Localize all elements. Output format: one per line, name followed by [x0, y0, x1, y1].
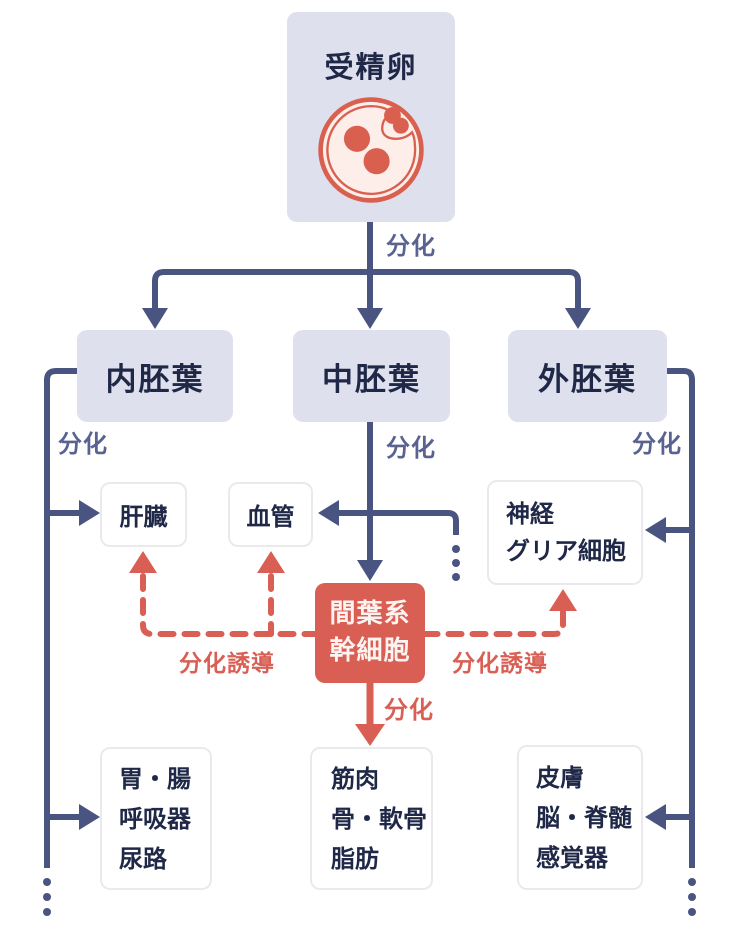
arrowhead-into-skin [645, 804, 666, 830]
induction-label-right: 分化誘導 [452, 651, 548, 677]
nerve-glia-line: 神経 [506, 499, 554, 528]
navy-arrowheads [43, 308, 696, 916]
fertilized-egg-icon [318, 97, 424, 203]
induction-arrowhead-vessel [257, 551, 285, 573]
fertilized-egg-box: 受精卵 [287, 12, 455, 222]
endoderm-rail-dot [43, 878, 51, 886]
ectoderm-organs-line: 皮膚 [536, 763, 584, 792]
branch-continuation-dot [452, 545, 460, 553]
mesoderm-organs-line: 脂肪 [331, 844, 379, 873]
arrowhead-into-endoderm [142, 308, 168, 329]
endoderm-rail [44, 368, 77, 868]
mesoderm-label: 中胚葉 [322, 361, 421, 398]
arrowhead-into-vessel [318, 500, 339, 526]
endoderm-rail-dot [43, 908, 51, 916]
ectoderm-label: 外胚葉 [538, 361, 637, 398]
branch-continuation-dot [452, 559, 460, 567]
ectoderm-box: 外胚葉 [508, 330, 667, 422]
endoderm-organs-line: 胃・腸 [119, 764, 191, 793]
mesoderm-organs-box: 筋肉 骨・軟骨 脂肪 [310, 747, 433, 890]
ectoderm-rail-dot [688, 878, 696, 886]
blood-vessel-label: 血管 [246, 503, 295, 531]
ectoderm-rail-dot [688, 893, 696, 901]
endoderm-label: 内胚葉 [105, 361, 205, 398]
differentiation-label-right: 分化 [632, 430, 682, 458]
msc-line: 間葉系 [329, 599, 411, 629]
mesenchymal-stem-cell-box: 間葉系 幹細胞 [315, 583, 425, 683]
endoderm-organs-box: 胃・腸 呼吸器 尿路 [100, 747, 212, 890]
induction-label-left: 分化誘導 [179, 651, 275, 677]
blood-vessel-box: 血管 [228, 482, 313, 547]
induction-arrowhead-liver [129, 551, 157, 573]
arrowhead-into-ectoderm [565, 308, 591, 329]
ectoderm-organs-line: 感覚器 [536, 843, 608, 872]
mesoderm-box: 中胚葉 [293, 330, 450, 422]
differentiation-label-left: 分化 [58, 430, 108, 458]
fertilized-egg-label: 受精卵 [324, 50, 418, 84]
ectoderm-rail [667, 368, 695, 868]
stem-branch-right-line [370, 510, 459, 535]
red-arrowheads [129, 551, 577, 746]
arrowhead-into-muscle [355, 724, 385, 746]
navy-connectors [44, 222, 695, 868]
differentiation-label-top: 分化 [386, 232, 436, 260]
msc-line: 幹細胞 [329, 636, 411, 666]
nerve-glia-box: 神経 グリア細胞 [487, 480, 643, 585]
arrowhead-into-gut [79, 804, 100, 830]
nerve-glia-line: グリア細胞 [506, 536, 626, 565]
germ-distribution-line [152, 269, 581, 309]
induction-arrowhead-nerve [549, 589, 577, 611]
arrowhead-into-liver [79, 500, 100, 526]
ectoderm-rail-dot [688, 908, 696, 916]
mesoderm-organs-line: 骨・軟骨 [331, 804, 427, 833]
ectoderm-organs-line: 脳・脊髄 [536, 803, 632, 832]
arrowhead-into-nerve [645, 517, 666, 543]
endoderm-organs-line: 呼吸器 [119, 804, 191, 833]
endoderm-box: 内胚葉 [77, 330, 233, 422]
arrowhead-into-mesoderm [357, 308, 383, 329]
differentiation-label-center: 分化 [386, 434, 436, 462]
ectoderm-organs-box: 皮膚 脳・脊髄 感覚器 [517, 745, 643, 890]
endoderm-rail-dot [43, 893, 51, 901]
branch-continuation-dot [452, 573, 460, 581]
endoderm-organs-line: 尿路 [119, 844, 167, 873]
mesoderm-organs-line: 筋肉 [331, 764, 379, 793]
differentiation-label-msc: 分化 [384, 696, 434, 724]
arrowhead-into-msc [357, 560, 383, 581]
liver-box: 肝臓 [100, 482, 187, 547]
liver-label: 肝臓 [119, 503, 168, 531]
